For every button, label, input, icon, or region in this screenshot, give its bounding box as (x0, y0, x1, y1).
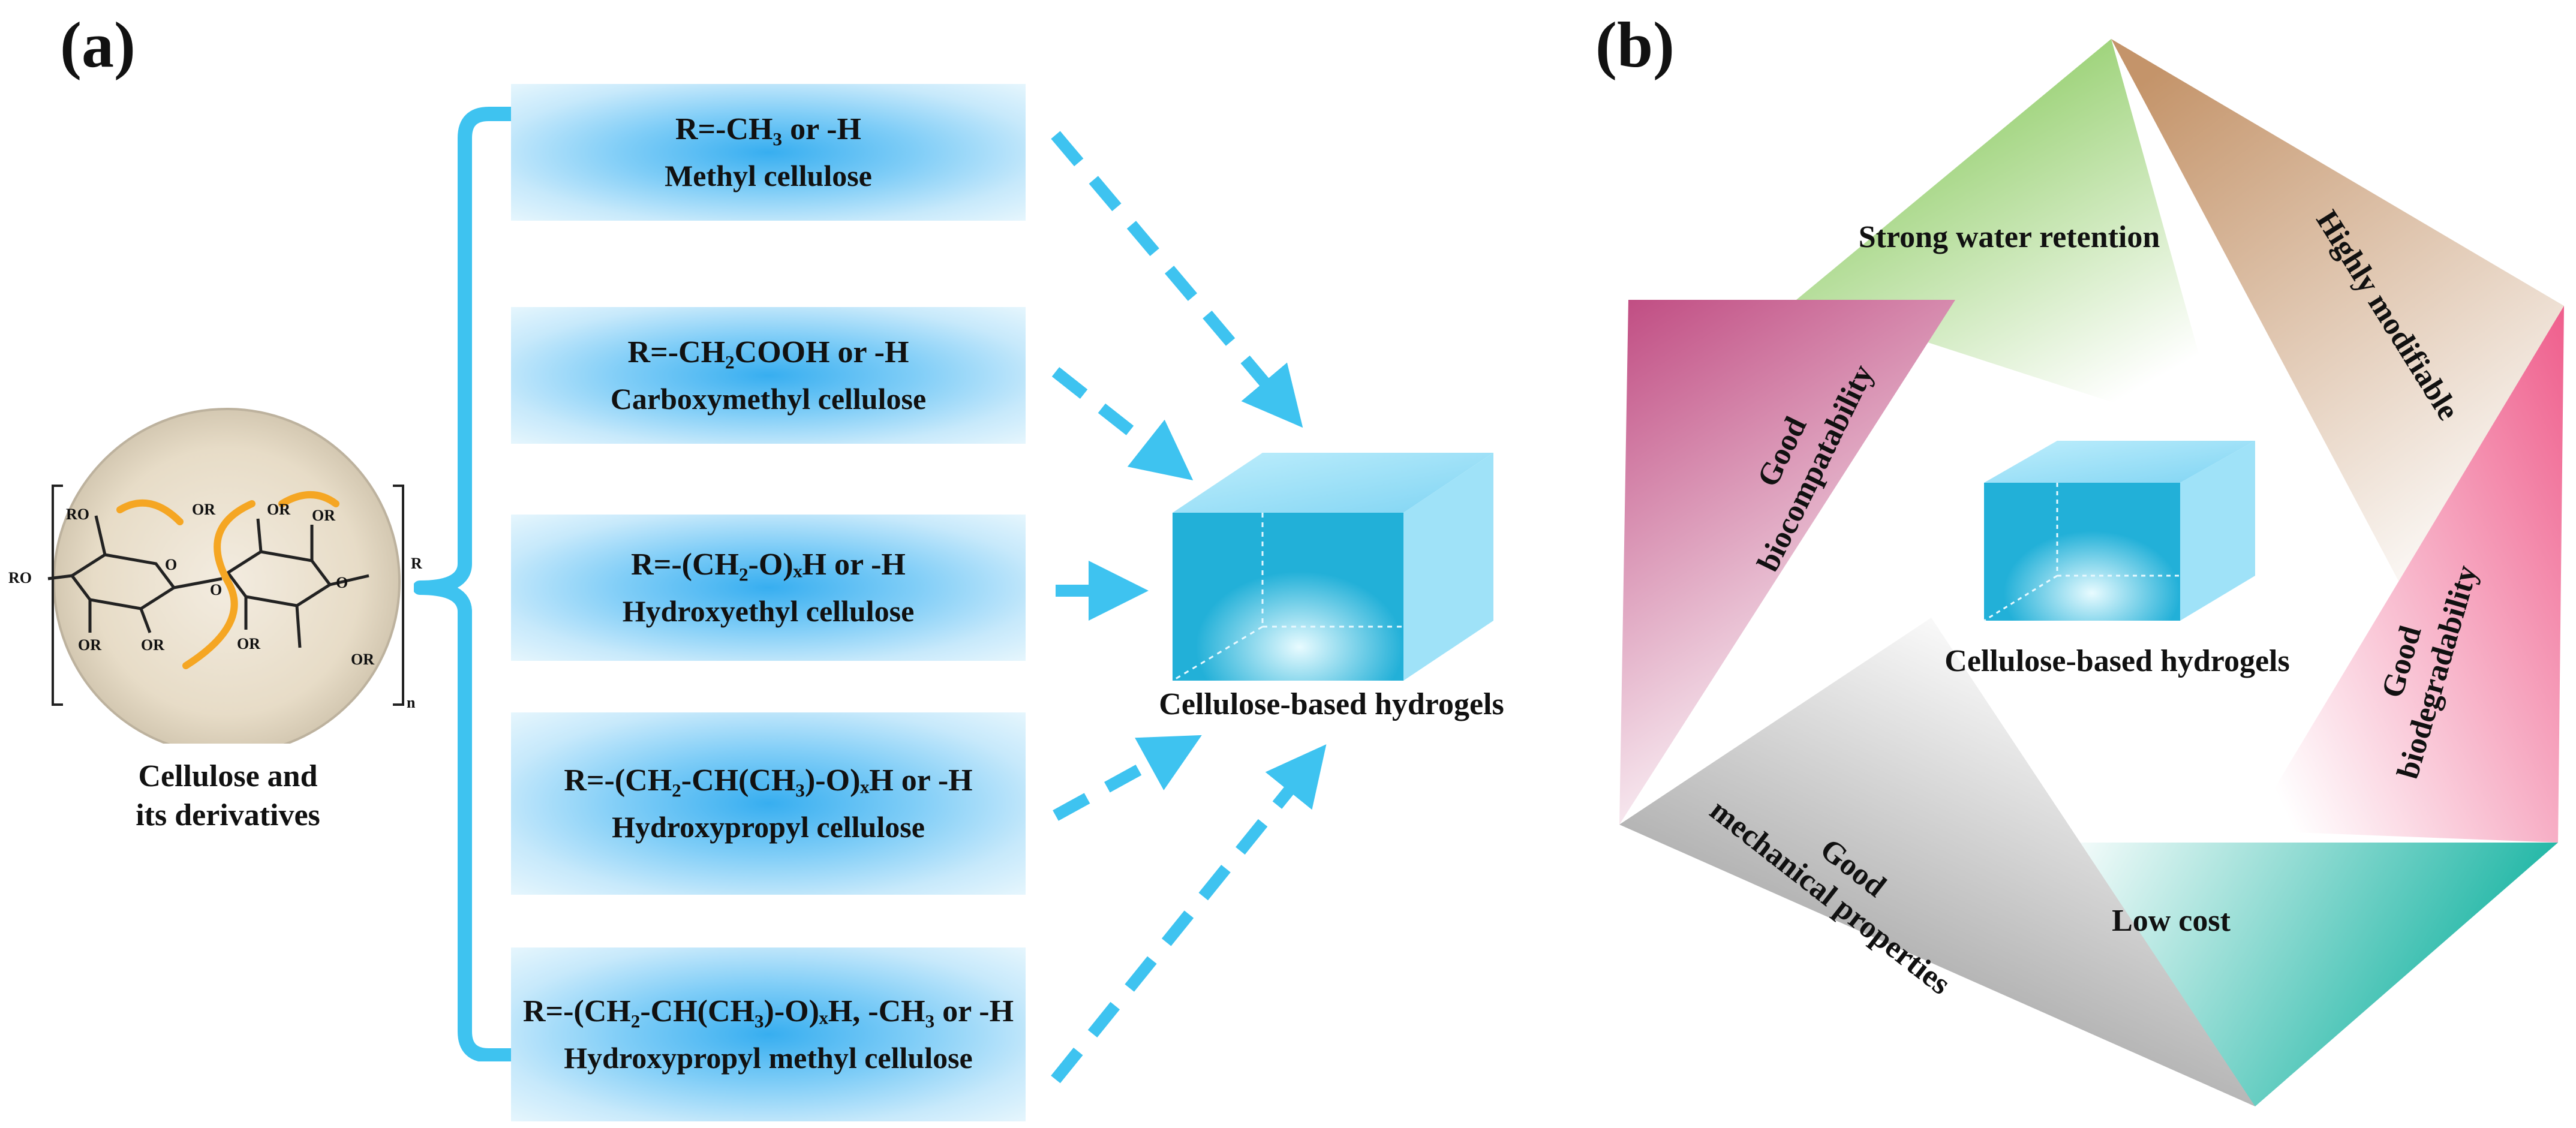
derivative-name: Methyl cellulose (665, 159, 872, 193)
structure-label-or-1: OR (192, 501, 215, 518)
structure-label-ro-top: RO (66, 506, 89, 523)
structure-label-or-3: OR (312, 507, 335, 524)
hydrogel-caption-b: Cellulose-based hydrogels (1944, 644, 2290, 678)
property-segment-right (2249, 306, 2564, 843)
structure-label-or-7: OR (351, 651, 374, 668)
panel-a-label: (a) (60, 10, 136, 81)
property-label-low-cost: Low cost (2112, 904, 2231, 938)
derivative-formula: R=-(CH₂-CH(CH₃)-O)ₓH or -H (564, 763, 973, 798)
property-segment-top (1796, 39, 2222, 438)
property-segment-bottom-left (1619, 618, 2255, 1106)
property-segment-top-right (2111, 39, 2564, 588)
grouping-brace (414, 107, 519, 1061)
derivative-name: Hydroxypropyl cellulose (612, 810, 925, 844)
derivative-box-hydroxypropyl: R=-(CH₂-CH(CH₃)-O)ₓH or -H Hydroxypropyl… (511, 712, 1026, 895)
derivative-formula: R=-(CH₂-O)ₓH or -H (631, 547, 906, 582)
arrow-carboxymethyl (1051, 367, 1194, 480)
panel-b-label: (b) (1595, 10, 1675, 81)
arrow-methyl (1051, 131, 1303, 428)
derivative-box-carboxymethyl: R=-CH₂COOH or -H Carboxymethyl cellulose (511, 307, 1026, 444)
derivative-box-hydroxypropyl-methyl: R=-(CH₂-CH(CH₃)-O)ₓH, -CH₃ or -H Hydroxy… (511, 947, 1026, 1121)
derivative-name: Hydroxyethyl cellulose (622, 594, 915, 628)
cellulose-structure: RO RO OR OR OR OR OR OR OR O O O R n (8, 408, 422, 744)
property-label-water-retention: Strong water retention (1858, 220, 2160, 254)
derivative-formula: R=-(CH₂-CH(CH₃)-O)ₓH, -CH₃ or -H (522, 994, 1014, 1028)
derivative-formula: R=-CH₃ or -H (675, 112, 861, 146)
property-segment-left (1619, 300, 1955, 825)
structure-label-o-3: O (336, 574, 348, 591)
cellulose-source-caption-line1: Cellulose and (138, 759, 318, 793)
arrow-hydroxypropyl (1053, 735, 1202, 821)
cellulose-source-caption: Cellulose and its derivatives (72, 757, 384, 835)
hydrogel-cube-b (1983, 441, 2255, 622)
derivative-formula: R=-CH₂COOH or -H (627, 335, 909, 369)
structure-label-n: n (407, 694, 416, 711)
arrow-hydroxypropyl-methyl (1051, 744, 1327, 1084)
derivative-box-methyl: R=-CH₃ or -H Methyl cellulose (511, 84, 1026, 221)
structure-label-or-4: OR (78, 636, 101, 654)
cellulose-source-caption-line2: its derivatives (136, 798, 320, 832)
structure-label-or-6: OR (237, 635, 260, 652)
structure-label-o-2: O (210, 581, 222, 598)
structure-label-r: R (411, 555, 422, 572)
structure-label-or-5: OR (141, 636, 164, 654)
structure-label-ro-left: RO (8, 569, 32, 586)
properties-hexagon (1619, 39, 2564, 1106)
derivative-name: Hydroxypropyl methyl cellulose (564, 1041, 973, 1075)
structure-label-o-1: O (165, 556, 177, 573)
property-segment-bottom-right (2051, 843, 2558, 1106)
structure-label-or-2: OR (267, 501, 290, 518)
hydrogel-caption-a: Cellulose-based hydrogels (1159, 687, 1504, 721)
derivative-name: Carboxymethyl cellulose (610, 382, 927, 416)
hydrogel-cube-a (1172, 453, 1493, 682)
derivative-box-hydroxyethyl: R=-(CH₂-O)ₓH or -H Hydroxyethyl cellulos… (511, 515, 1026, 661)
